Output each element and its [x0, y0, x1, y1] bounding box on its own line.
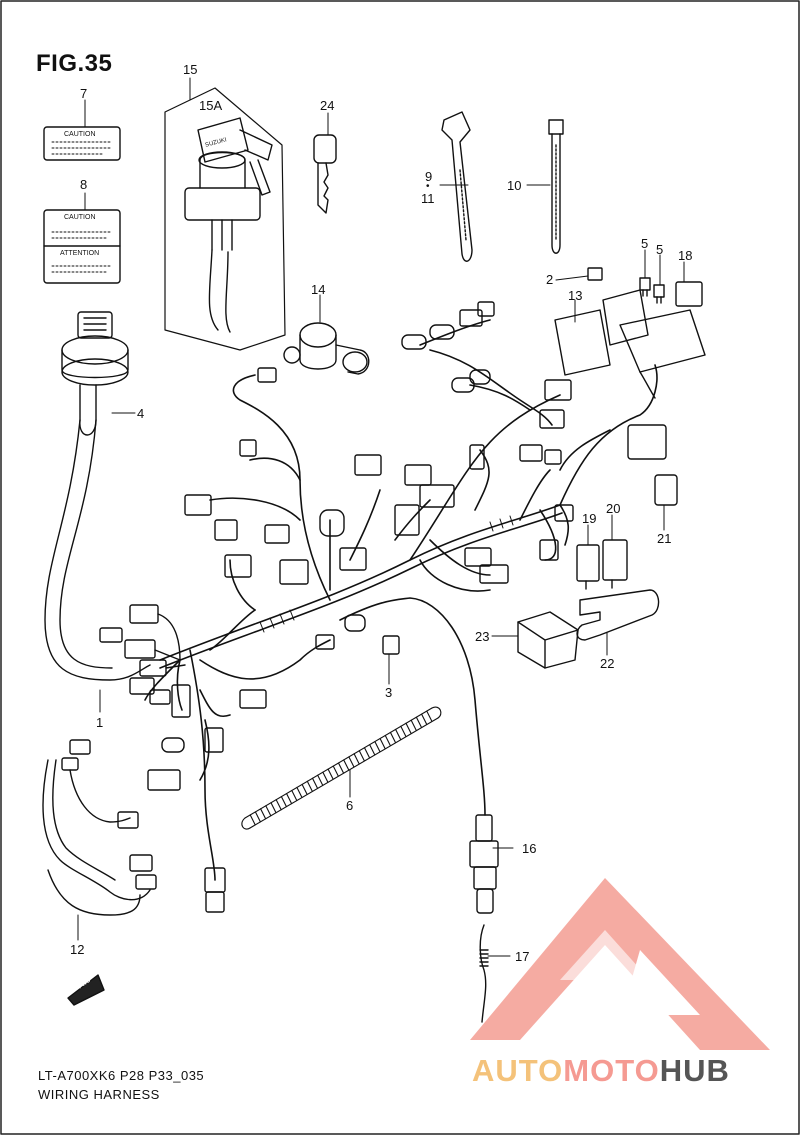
tube-rib: [421, 713, 428, 725]
left-connector-cluster: [99, 604, 191, 718]
label-part-21: 21: [657, 531, 672, 546]
part-10-cable-tie: [548, 119, 564, 254]
top-center-connectors: [147, 301, 574, 913]
label-part-9: 9: [425, 169, 433, 184]
tube-rib: [369, 744, 376, 756]
tube-rib: [348, 756, 355, 768]
tube-rib: [400, 725, 407, 737]
part-4-grommet: [44, 311, 151, 681]
label-part-6: 6: [346, 798, 354, 813]
sticker-8-attention: ATTENTION: [60, 250, 100, 257]
tube-rib: [384, 734, 391, 747]
tube-rib: [286, 793, 293, 805]
tube-rib: [343, 759, 350, 771]
tube-rib: [260, 808, 267, 820]
tube-rib: [275, 799, 282, 811]
tube-rib: [301, 783, 308, 795]
tube-rib: [296, 786, 303, 798]
part-14-power-socket: [283, 322, 370, 375]
tube-rib: [379, 738, 386, 750]
fuse-box-area: [554, 267, 706, 506]
tube-rib: [353, 753, 360, 765]
label-part-5a: 5: [641, 236, 649, 251]
tube-rib: [426, 710, 433, 722]
tube-rib: [332, 765, 339, 777]
part-17-spring: [479, 924, 489, 1023]
label-part-15: 15: [183, 62, 198, 77]
part-12-sub-harness: [42, 739, 157, 916]
sticker-7-caution: CAUTION: [64, 131, 96, 138]
label-part-16: 16: [522, 841, 537, 856]
label-part-12: 12: [70, 942, 85, 957]
label-part-13: 13: [568, 288, 583, 303]
part-23-module: [517, 611, 579, 669]
figure-title: FIG.35: [36, 50, 113, 77]
label-part-18: 18: [678, 248, 693, 263]
tube-rib: [395, 728, 402, 740]
label-part-23: 23: [475, 629, 490, 644]
tube-rib: [265, 805, 272, 817]
label-part-22: 22: [600, 656, 615, 671]
tube-rib: [415, 716, 422, 728]
tube-rib: [280, 796, 287, 808]
tube-rib: [327, 768, 334, 780]
watermark-text: AUTOMOTOHUB: [472, 1053, 730, 1089]
label-part-3: 3: [385, 685, 393, 700]
label-part-7: 7: [80, 86, 88, 101]
harness-wrap: [259, 515, 514, 633]
tube-rib: [363, 747, 371, 759]
label-part-4: 4: [137, 406, 145, 421]
watermark-part3: HUB: [659, 1053, 730, 1088]
part-7-sticker: [43, 126, 121, 161]
part-22-bracket: [576, 589, 660, 641]
label-part-2: 2: [546, 272, 554, 287]
tube-rib: [410, 719, 417, 731]
part-3-clip: [382, 635, 400, 655]
tube-rib: [337, 762, 345, 774]
tube-rib: [358, 750, 365, 762]
label-part-15a: 15A: [199, 98, 223, 113]
label-part-8: 8: [80, 177, 88, 192]
label-part-17: 17: [515, 949, 530, 964]
watermark-part2: MOTO: [563, 1053, 660, 1088]
tube-rib: [311, 777, 319, 789]
tube-rib: [317, 774, 324, 786]
tube-rib: [405, 722, 412, 734]
parts-19-20-relays: [576, 539, 628, 590]
part-9-cable-clip: [441, 111, 473, 262]
part-6-corrugated-tube: [241, 706, 442, 830]
label-part-11: 11: [421, 191, 435, 206]
tube-rib: [306, 780, 313, 792]
label-part-9-dot: •: [426, 181, 430, 192]
label-part-24: 24: [320, 98, 335, 113]
tube-rib: [389, 731, 396, 743]
tube-rib: [291, 789, 298, 802]
tube-rib: [322, 771, 329, 783]
label-part-1: 1: [96, 715, 104, 730]
label-part-14: 14: [311, 282, 326, 297]
part-16-sensor: [469, 814, 499, 914]
leader-lines: [77, 77, 685, 957]
label-part-10: 10: [507, 178, 522, 193]
footer-code: LT-A700XK6 P28 P33_035: [38, 1068, 205, 1083]
main-harness: [144, 319, 658, 881]
label-part-19: 19: [582, 511, 597, 526]
tube-rib: [249, 814, 256, 826]
part-15-ignition-switch-box: [164, 87, 286, 351]
tube-rib: [374, 741, 381, 753]
footer-name: WIRING HARNESS: [38, 1087, 160, 1102]
part-24-key: [313, 134, 337, 214]
watermark-part1: AUTO: [472, 1053, 564, 1088]
part-8-sticker: [43, 209, 121, 284]
label-part-5b: 5: [656, 242, 664, 257]
sticker-8-caution: CAUTION: [64, 214, 96, 221]
fwd-arrow-icon: [67, 974, 105, 1006]
watermark-logo: [470, 878, 770, 1050]
tube-rib: [254, 811, 261, 823]
label-part-20: 20: [606, 501, 621, 516]
tube-rib: [270, 802, 277, 814]
